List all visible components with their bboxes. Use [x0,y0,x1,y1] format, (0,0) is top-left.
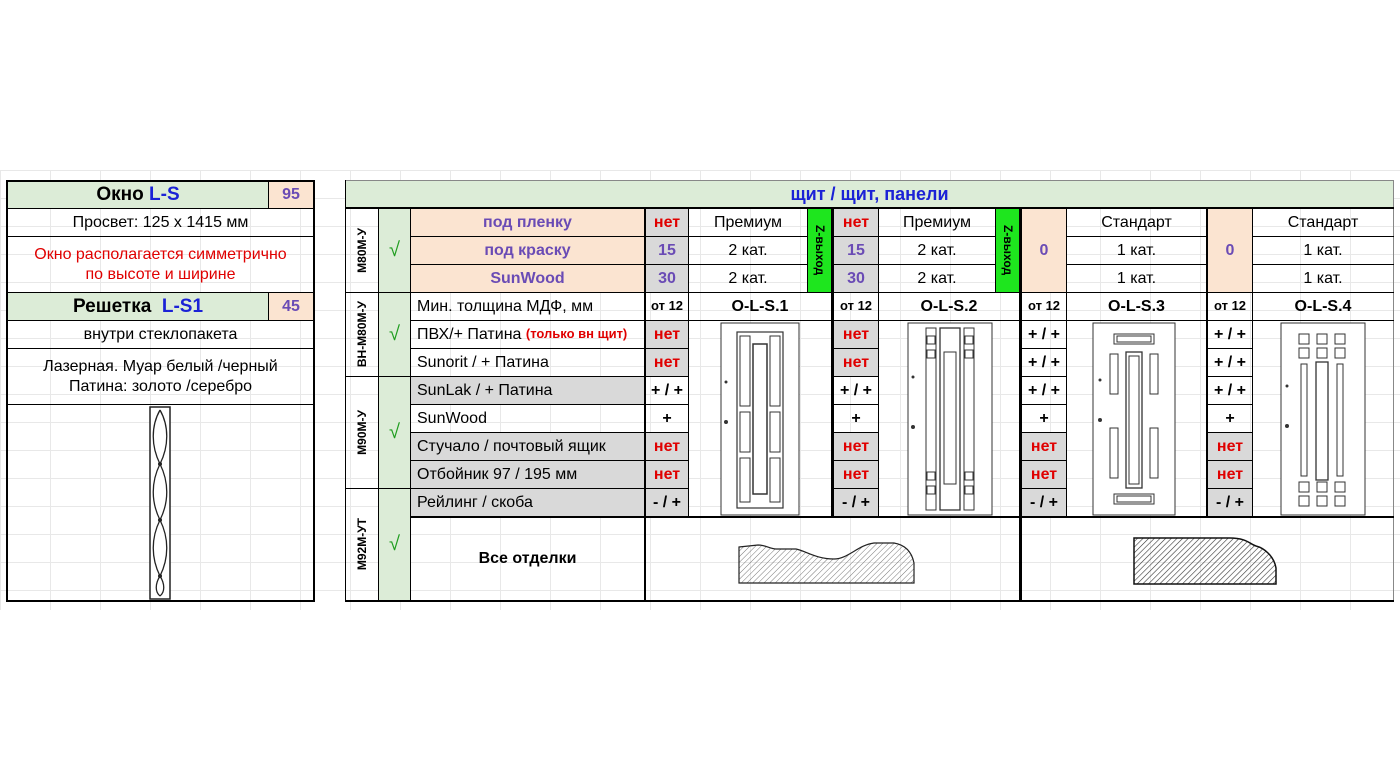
z-exit-badge: Z-выход [996,209,1019,292]
group-label-m92m: М92М-УТ [354,517,369,571]
value-cell: + [662,409,672,427]
category-cell: Стандарт [1287,213,1359,231]
value-cell: + [851,409,861,427]
door-panel-image [720,322,800,516]
category-cell: 2 кат. [917,241,957,259]
category-cell: 2 кат. [917,269,957,287]
group-label-m80m: М80М-У [354,227,369,273]
value-cell: нет [1208,433,1252,460]
price-cell: 15 [834,237,878,264]
value-cell: от 12 [839,298,873,314]
model-name: O-L-S.2 [920,297,978,315]
feature-pvc-patina: ПВХ/+ Патина (только вн щит) [417,325,628,343]
value-cell: нет [646,321,688,348]
profile-m92m-small-image [738,542,915,584]
category-cell: 2 кат. [728,241,768,259]
check-mark: √ [379,488,410,600]
symmetric-note: Окно располагается симметрично по высоте… [34,245,287,283]
group-label-vn-m80m: ВН-М80М-У [354,300,369,368]
table-header: щит / щит, панели [346,181,1393,208]
category-cell: Премиум [902,213,972,231]
reshetka-pattern-image [149,406,171,600]
price-cell: нет [646,209,688,236]
price-cell: 30 [834,265,878,292]
price-cell: 0 [1208,209,1252,292]
value-cell: нет [834,321,878,348]
value-cell: нет [1022,433,1066,460]
door-panel-image [907,322,993,516]
value-cell: + / + [650,381,684,399]
feature-knocker: Стучало / почтовый ящик [411,433,644,460]
value-cell: - / + [1022,489,1066,516]
category-cell: 2 кат. [728,269,768,287]
door-panel-image [1092,322,1176,516]
value-cell: нет [646,349,688,376]
value-cell: + / + [839,381,873,399]
value-cell: нет [1022,461,1066,488]
laser-note: Лазерная. Муар белый /черный Патина: зол… [43,357,278,395]
price-cell: 0 [1022,209,1066,292]
value-cell: + / + [1027,353,1061,371]
check-mark: √ [379,376,410,488]
value-cell: нет [834,433,878,460]
inside-text: внутри стеклопакета [83,325,238,343]
group-label-m90m: М90М-У [354,409,369,455]
finish-label-film: под пленку [411,209,644,236]
value-cell: + / + [1027,325,1061,343]
check-mark: √ [379,208,410,292]
finish-label-sunwood: SunWood [411,265,644,292]
category-cell: 1 кат. [1116,269,1157,287]
category-cell: Премиум [713,213,783,231]
okno-code: L-S [149,184,180,206]
value-cell: + / + [1213,353,1247,371]
feature-sunlak: SunLak / + Патина [411,377,644,404]
feature-sunorit: Sunorit / + Патина [417,353,549,371]
z-exit-badge: Z-выход [808,209,831,292]
value-cell: от 12 [650,298,684,314]
profile-m92m-large-image [1133,537,1277,585]
value-cell: + / + [1213,325,1247,343]
value-cell: нет [834,349,878,376]
category-cell: 1 кат. [1303,241,1343,259]
reshetka-title: Решетка L-S1 [8,293,268,320]
value-cell: от 12 [1027,298,1061,314]
price-cell: 15 [646,237,688,264]
price-cell: нет [834,209,878,236]
value-cell: - / + [646,489,688,516]
category-cell: 1 кат. [1116,241,1157,259]
reshetka-number: 45 [269,293,313,320]
finish-label-paint: под краску [411,237,644,264]
value-cell: + / + [1027,381,1061,399]
value-cell: + [1225,409,1235,427]
okno-number: 95 [269,182,313,208]
value-cell: - / + [1208,489,1252,516]
value-cell: + [1039,409,1049,427]
value-cell: нет [646,433,688,460]
model-name: O-L-S.4 [1294,297,1352,315]
feature-mdf-thickness: Мин. толщина МДФ, мм [417,297,594,315]
feature-sunwood: SunWood [417,409,487,427]
category-cell: 1 кат. [1303,269,1343,287]
feature-kickplate: Отбойник 97 / 195 мм [411,461,644,488]
value-cell: + / + [1213,381,1247,399]
model-name: O-L-S.1 [731,297,789,315]
okno-title: Окно L-S [8,182,268,208]
all-finishes-label: Все отделки [478,549,577,567]
value-cell: - / + [834,489,878,516]
reshetka-code: L-S1 [161,295,204,317]
value-cell: от 12 [1213,298,1247,314]
door-panel-image [1280,322,1366,516]
value-cell: нет [1208,461,1252,488]
value-cell: нет [646,461,688,488]
value-cell: нет [834,461,878,488]
price-cell: 30 [646,265,688,292]
model-name: O-L-S.3 [1108,297,1165,315]
check-mark: √ [379,292,410,376]
feature-railing: Рейлинг / скоба [411,489,644,516]
category-cell: Стандарт [1101,213,1172,231]
prosvet-text: Просвет: 125 х 1415 мм [72,213,249,231]
